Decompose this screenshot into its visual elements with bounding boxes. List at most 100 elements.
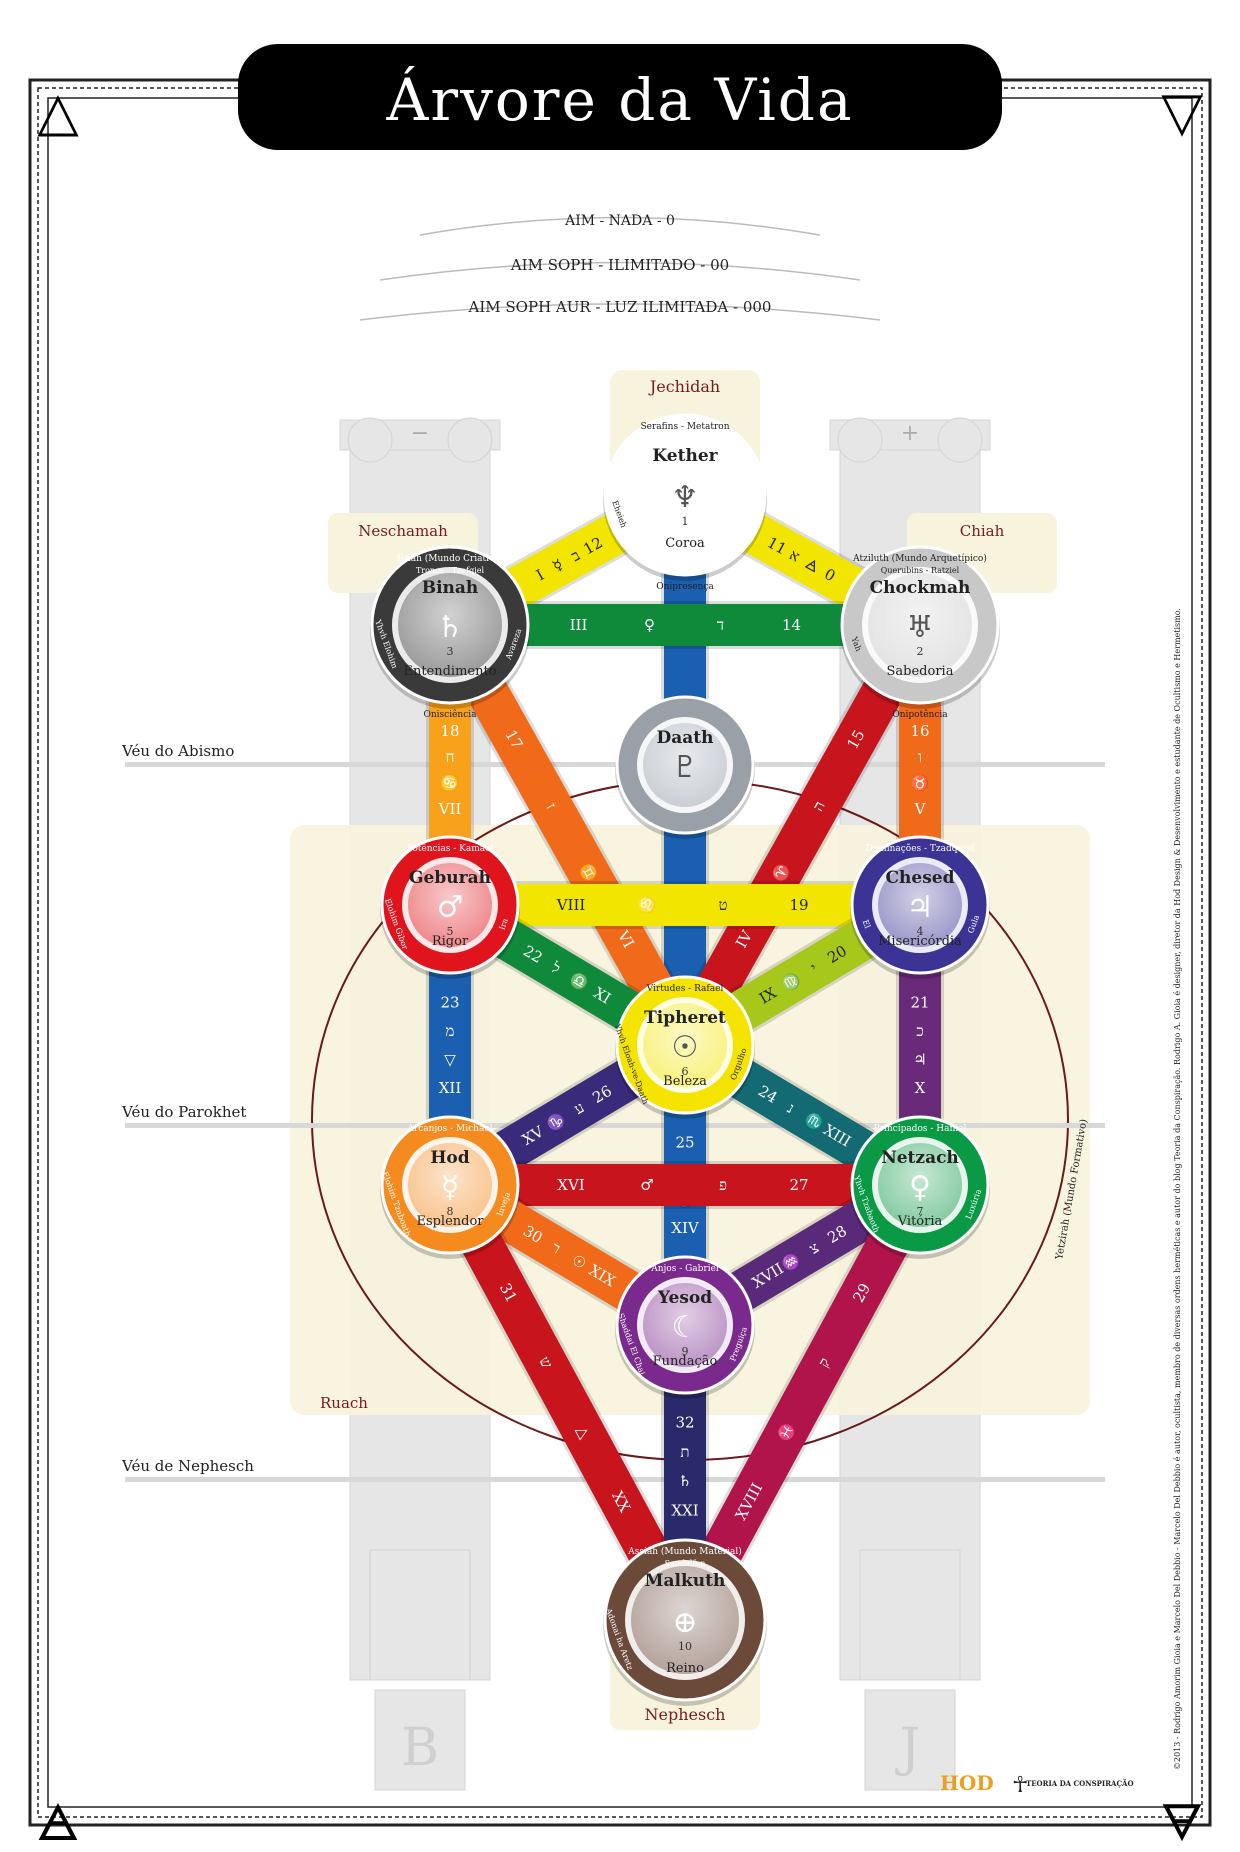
ring-top-text: Atziluth (Mundo Arquetípico) [852, 553, 987, 564]
sephirah-daath: Daath♇ [615, 695, 755, 839]
sephirah-name: Yesod [657, 1288, 712, 1308]
planet-symbol-icon: ⊕ [672, 1605, 697, 1640]
path-17: 17ז♊VI [429, 613, 706, 1057]
ring-top-text: Briah (Mundo Criativo) [397, 553, 503, 564]
path-band [666, 614, 939, 1056]
planet-symbol-icon: ♀ [909, 1170, 931, 1205]
tarot-number: XI [590, 984, 614, 1008]
ring-top-text: Virtudes - Rafael [646, 984, 724, 994]
corner-symbols: △ ▽ 🜁 🜃 [36, 80, 1204, 1852]
ring-bottom-text: Onisciência [424, 709, 478, 720]
astro-symbol-icon: ♄ [678, 1472, 691, 1490]
sephirah-name: Binah [422, 578, 479, 598]
path-19: 19ט♌VIII [450, 881, 920, 929]
hod-logo: HOD [940, 1771, 994, 1795]
hebrew-letter: ת [680, 1443, 689, 1461]
right-pillar-letter: J [895, 1718, 921, 1778]
ring-top2-text: Sandalfon [665, 1559, 706, 1568]
astro-symbol-icon: ▽ [444, 1050, 456, 1068]
ring-left-text: El [861, 919, 872, 930]
credit-text: ©2013 - Rodrigo Amorim Gioia e Marcelo D… [1173, 608, 1182, 1770]
veil-aim: AIM - NADA - 0 [564, 213, 675, 229]
water-triangle-icon: ▽ [1161, 80, 1203, 143]
veil-nephesch-label: Véu de Nephesch [121, 1457, 254, 1475]
sephirah-meaning: Entendimento [403, 664, 496, 679]
astro-symbol-icon: ♀ [644, 616, 655, 634]
sephirah-meaning: Beleza [663, 1074, 707, 1089]
astro-symbol-icon: ♂ [640, 1176, 653, 1194]
region-neschamah: Neschamah [358, 522, 448, 540]
planet-symbol-icon: ♆ [672, 480, 699, 515]
planet-symbol-icon: ♃ [907, 890, 934, 925]
path-31: 31ש△XX [428, 1173, 707, 1632]
hebrew-letter: פ [719, 1176, 727, 1194]
ring-top-text: Assiah (Mundo Material) [627, 1546, 741, 1557]
tarot-number: V [914, 800, 927, 818]
sephirah-name: Chockmah [870, 578, 971, 598]
hebrew-letter: מ [446, 1022, 455, 1040]
path-29: 29ק♓XVIII [663, 1173, 942, 1632]
planet-symbol-icon: ♄ [437, 610, 464, 645]
left-pillar-letter: B [401, 1718, 439, 1778]
sephirah-number: 5 [447, 925, 454, 938]
hebrew-letter: ח [446, 748, 455, 766]
teoria-logo: TEORIA DA CONSPIRAÇÃO [1026, 1779, 1134, 1788]
path-band [431, 614, 704, 1056]
hebrew-letter: כ [916, 1022, 923, 1040]
sephirah-name: Geburah [409, 868, 491, 888]
path-number: 27 [789, 1176, 808, 1194]
ring-top-text: Dominações - Tzadquiel [866, 843, 975, 854]
ring-top-text: Anjos - Gabriel [650, 1264, 719, 1274]
astro-symbol-icon: ♋ [441, 774, 460, 792]
sephirah-meaning: Esplendor [416, 1214, 484, 1229]
sephirah-name: Netzach [881, 1148, 959, 1168]
sephirah-number: 9 [682, 1345, 689, 1358]
title-banner: Árvore da Vida [238, 44, 1002, 150]
sephirah-number: 7 [917, 1205, 924, 1218]
sephirah-number: 8 [447, 1205, 454, 1218]
tarot-number: XVI [557, 1176, 585, 1194]
path-number: 23 [440, 993, 459, 1011]
tarot-number: VII [438, 800, 462, 818]
sephirah-name: Daath [657, 728, 714, 748]
region-jechidah: Jechidah [648, 377, 720, 396]
sephirah-meaning: Reino [666, 1661, 704, 1676]
planet-symbol-icon: ☿ [441, 1170, 459, 1205]
ring-top2-text: Tronos - Tzafqiel [416, 566, 485, 575]
veil-aim-soph: AIM SOPH - ILIMITADO - 00 [510, 256, 729, 274]
sephirah-meaning: Coroa [665, 536, 705, 551]
hebrew-letter: ד [717, 616, 724, 634]
air-triangle-icon: 🜁 [36, 1794, 80, 1848]
hebrew-letter: ו [918, 748, 922, 766]
veil-abismo-label: Véu do Abismo [121, 742, 234, 760]
logos: HOD ☥ TEORIA DA CONSPIRAÇÃO [940, 1771, 1134, 1798]
ring-top-text: Arcanjos - Michael [406, 1124, 492, 1134]
ring-right-text: Ira [497, 917, 510, 931]
planet-symbol-icon: ♂ [437, 890, 464, 925]
sephirah-name: Malkuth [645, 1571, 726, 1591]
ring-top-text: Principados - Haniel [874, 1124, 967, 1134]
sephirah-name: Chesed [886, 868, 955, 888]
sephirah-name: Tipheret [644, 1008, 726, 1028]
right-pillar-sign: + [901, 421, 919, 446]
path-number: 32 [675, 1414, 694, 1432]
tarot-number: XXI [671, 1501, 698, 1519]
planet-symbol-icon: ☾ [672, 1310, 699, 1345]
sephirah-number: 1 [682, 515, 689, 528]
fire-triangle-icon: △ [37, 80, 79, 143]
sephirah-number: 3 [447, 645, 454, 658]
tarot-number: XII [439, 1079, 462, 1097]
planet-symbol-icon: ☉ [672, 1030, 699, 1065]
sephirah-name: Kether [652, 446, 718, 466]
tarot-number: XIV [671, 1219, 700, 1237]
ring-bottom-text: Onipresença [656, 582, 714, 592]
sephirah-name: Hod [430, 1148, 469, 1168]
